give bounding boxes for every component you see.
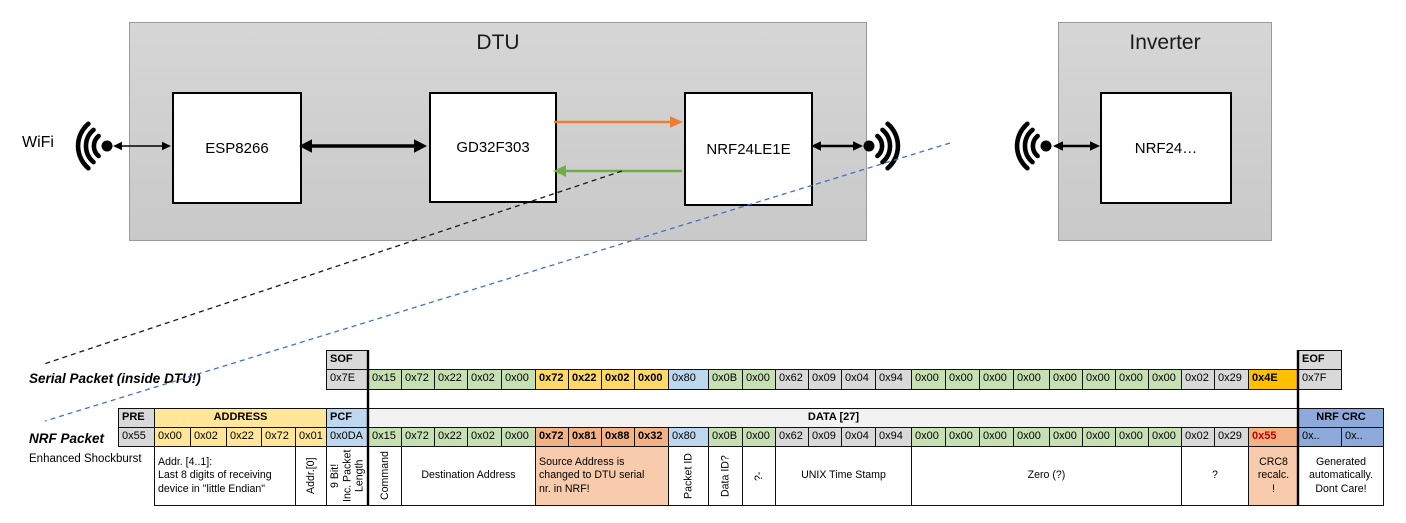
annotation-cell: 9 Bit! Inc. Packet Length	[326, 446, 369, 506]
byte-cell: 0x00	[945, 369, 980, 390]
byte-cell: 0x72	[535, 427, 569, 447]
byte-cell: 0x..	[1298, 427, 1342, 447]
byte-cell: 0x02	[601, 369, 635, 390]
byte-cell: 0x94	[875, 427, 912, 447]
annotation-cell: Generated automatically. Dont Care!	[1298, 446, 1384, 506]
byte-cell: 0x02	[467, 369, 502, 390]
byte-cell: 0x00	[1082, 369, 1116, 390]
field-header: SOF	[326, 350, 369, 370]
byte-cell: 0x09	[808, 427, 842, 447]
byte-cell: 0x62	[775, 427, 809, 447]
inverter-title: Inverter	[1129, 31, 1201, 54]
byte-cell: 0x00	[1082, 427, 1116, 447]
annotation-cell: UNIX Time Stamp	[775, 446, 912, 506]
byte-cell: 0x55	[1248, 427, 1299, 447]
annotation-cell: Source Address is changed to DTU serial …	[535, 446, 669, 506]
serial-packet-label: Serial Packet (inside DTU!)	[29, 371, 201, 386]
byte-cell: 0x72	[401, 427, 435, 447]
annotation-cell: ?-	[742, 446, 776, 506]
byte-cell: 0x02	[1181, 369, 1215, 390]
byte-cell: 0x15	[368, 427, 402, 447]
byte-cell: 0x22	[226, 427, 262, 447]
byte-cell: 0x7E	[326, 369, 369, 390]
byte-cell: 0x04	[841, 427, 876, 447]
byte-cell: 0x80	[668, 427, 709, 447]
byte-cell: 0x22	[434, 427, 468, 447]
byte-cell: 0x94	[875, 369, 912, 390]
byte-cell: 0x02	[190, 427, 227, 447]
enhanced-shockburst-label: Enhanced Shockburst	[29, 453, 142, 465]
byte-cell: 0x00	[1148, 427, 1182, 447]
dtu-title: DTU	[476, 31, 520, 54]
byte-cell: 0x00	[1049, 369, 1083, 390]
byte-cell: 0x15	[368, 369, 402, 390]
field-header: EOF	[1298, 350, 1342, 370]
byte-cell: 0x0B	[708, 427, 743, 447]
byte-cell: 0x00	[154, 427, 191, 447]
annotation-cell: Zero (?)	[911, 446, 1182, 506]
byte-cell: 0x02	[467, 427, 502, 447]
byte-cell: 0x00	[742, 369, 776, 390]
field-header: DATA [27]	[368, 408, 1299, 428]
byte-cell: 0x00	[911, 369, 946, 390]
byte-cell: 0x00	[1013, 369, 1050, 390]
byte-cell: 0x22	[434, 369, 468, 390]
byte-cell: 0x00	[945, 427, 980, 447]
byte-cell: 0x09	[808, 369, 842, 390]
annotation-cell: Packet ID	[668, 446, 709, 506]
field-header: PRE	[118, 408, 155, 428]
annotation-cell: CRC8 recalc. !	[1248, 446, 1299, 506]
byte-cell: 0x00	[501, 427, 536, 447]
byte-cell: 0x81	[568, 427, 602, 447]
byte-cell: 0x7F	[1298, 369, 1342, 390]
byte-cell: 0x01	[295, 427, 327, 447]
annotation-cell: Addr.[0]	[295, 446, 327, 506]
byte-cell: 0x00	[1115, 369, 1149, 390]
nrf-packet-label: NRF Packet	[29, 431, 105, 446]
byte-cell: 0x29	[1214, 369, 1249, 390]
byte-cell: 0x00	[634, 369, 669, 390]
byte-cell: 0x80	[668, 369, 709, 390]
byte-cell: 0x04	[841, 369, 876, 390]
byte-cell: 0x88	[601, 427, 635, 447]
field-header: ADDRESS	[154, 408, 327, 428]
byte-cell: 0x00	[742, 427, 776, 447]
byte-cell: 0x00	[501, 369, 536, 390]
byte-cell: 0x22	[568, 369, 602, 390]
nrf24-inverter-box: NRF24…	[1100, 92, 1232, 204]
byte-cell: 0x00	[1013, 427, 1050, 447]
field-header: NRF CRC	[1298, 408, 1384, 428]
annotation-cell: Destination Address	[401, 446, 536, 506]
byte-cell: 0x..	[1341, 427, 1384, 447]
byte-cell: 0x29	[1214, 427, 1249, 447]
annotation-cell: Addr. [4..1]: Last 8 digits of receiving…	[154, 446, 296, 506]
byte-cell: 0x62	[775, 369, 809, 390]
byte-cell: 0x55	[118, 427, 155, 447]
annotation-cell: ?	[1181, 446, 1249, 506]
inverter-container: Inverter	[1058, 22, 1272, 241]
byte-cell: 0x00	[1148, 369, 1182, 390]
byte-cell: 0x00	[1049, 427, 1083, 447]
byte-cell: 0x72	[401, 369, 435, 390]
byte-cell: 0x00	[979, 427, 1014, 447]
annotation-cell: Data ID?	[708, 446, 743, 506]
annotation-cell: Command	[368, 446, 402, 506]
byte-cell: 0x00	[911, 427, 946, 447]
byte-cell: 0x32	[634, 427, 669, 447]
field-header: PCF	[326, 408, 369, 428]
byte-cell: 0x72	[261, 427, 296, 447]
byte-cell: 0x00	[979, 369, 1014, 390]
byte-cell: 0x72	[535, 369, 569, 390]
byte-cell: 0x02	[1181, 427, 1215, 447]
byte-cell: 0x00	[1115, 427, 1149, 447]
byte-cell: 0x0B	[708, 369, 743, 390]
byte-cell: 0x4E	[1248, 369, 1299, 390]
byte-cell: 0x0DA	[326, 427, 369, 447]
nrf24-inverter-label: NRF24…	[1134, 139, 1198, 157]
